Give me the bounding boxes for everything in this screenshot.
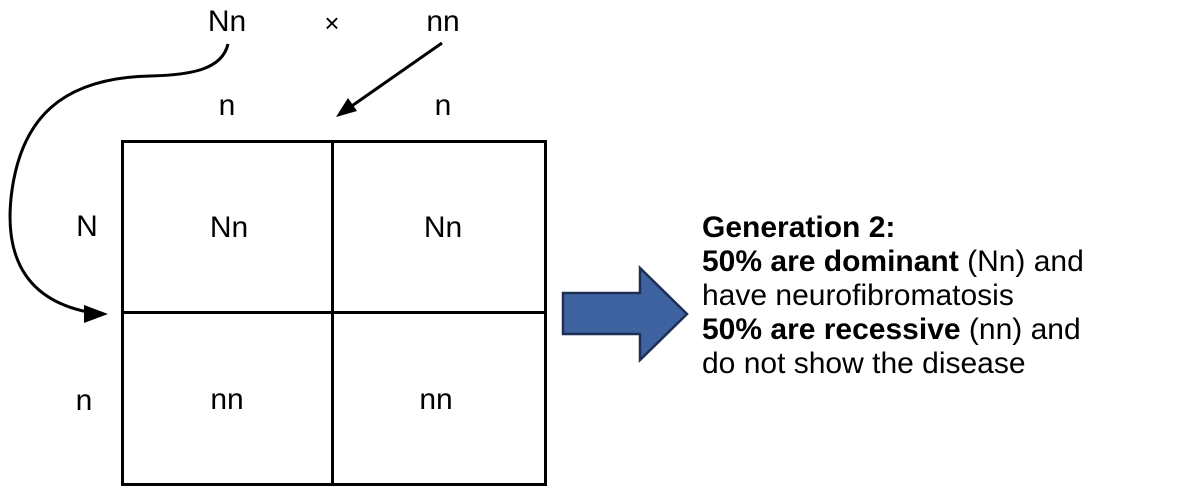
- result-arrow-icon: [561, 265, 689, 363]
- cell-2-2: nn: [419, 383, 453, 416]
- column-header-2: n: [434, 89, 452, 122]
- cell-2-1: nn: [210, 383, 244, 416]
- parent-left-genotype: Nn: [207, 5, 247, 38]
- recessive-statement: 50% are recessive: [702, 313, 961, 346]
- straight-arrow-head: [336, 98, 357, 117]
- cell-1-2: Nn: [423, 211, 463, 244]
- column-header-1: n: [218, 89, 236, 122]
- row-header-1: N: [76, 210, 98, 243]
- curved-arrow-head: [84, 305, 108, 323]
- straight-arrow: [345, 41, 443, 112]
- dominant-phenotype: have neurofibromatosis: [702, 279, 1014, 312]
- result-description: Generation 2: 50% are dominant (Nn) and …: [702, 211, 1084, 381]
- recessive-phenotype: do not show the disease: [702, 347, 1026, 380]
- recessive-genotype-text: (nn) and: [960, 313, 1081, 346]
- dominant-statement: 50% are dominant: [702, 245, 959, 278]
- punnett-horizontal-divider: [121, 311, 547, 314]
- dominant-genotype-text: (Nn) and: [958, 245, 1084, 278]
- cross-symbol: ×: [324, 8, 340, 38]
- row-header-2: n: [75, 384, 93, 417]
- curved-arrow: [8, 43, 230, 316]
- cell-1-1: Nn: [209, 211, 249, 244]
- result-heading: Generation 2:: [702, 211, 896, 244]
- parent-right-genotype: nn: [426, 5, 460, 38]
